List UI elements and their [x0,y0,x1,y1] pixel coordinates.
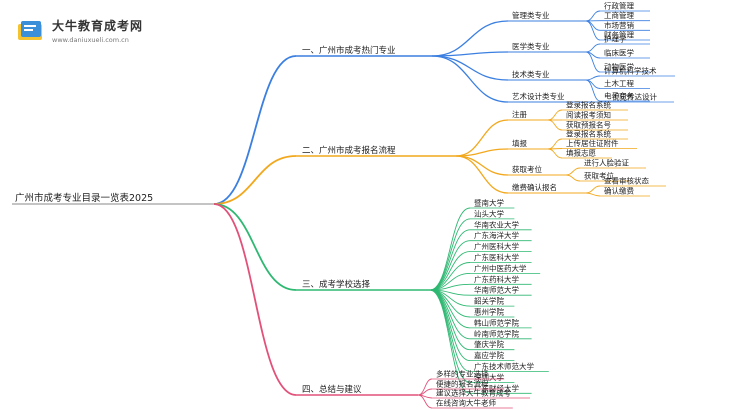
section-4-item-1: 多样的专业选择 [436,369,489,379]
section-2-group-3-item-1: 进行人脸验证 [584,158,629,168]
section-2-group-1-item-3-link [547,119,563,131]
section-4-item-4: 在线咨询大牛老师 [436,398,496,408]
section-2-group-1-item-3: 获取预报名号 [566,120,611,130]
section-4-item-3: 建议选择大牛教育成考 [436,388,511,398]
section-2-group-2: 填报 [512,138,527,148]
section-2-group-4-item-1: 查看审核状态 [604,176,649,186]
section-1-group-1-item-1-link [585,10,601,22]
brand-logo [16,18,46,44]
section-3-item-7: 广州中医药大学 [474,263,527,273]
section-2-group-3-link [455,155,509,176]
section-3-item-14: 肇庆学院 [474,339,504,349]
section-1-group-4-item-1: 视觉传达设计 [612,92,657,102]
section-4-branch [213,203,297,396]
section-4-title: 四、总结与建议 [302,384,362,395]
section-3-item-2: 汕头大学 [474,208,504,218]
section-1-group-4-link [431,55,509,103]
section-4-item-2: 便捷的报名流程 [436,379,489,389]
section-3-item-6-link [429,262,471,291]
section-2-group-4-item-1-link [585,185,601,194]
brand-domain: www.daniuxueli.com.cn [52,36,129,44]
section-3-item-10: 韶关学院 [474,296,504,306]
section-3-item-13: 岭南师范学院 [474,328,519,338]
section-3-branch [213,203,297,291]
brand-name: 大牛教育成考网 [52,19,144,33]
section-1-group-2-item-3-link [585,51,601,73]
section-1-group-3-item-1: 计算机科学技术 [604,66,657,76]
section-2-group-4-link [455,155,509,194]
section-2-group-2-item-2: 上传居住证附件 [566,138,619,148]
section-1-group-4: 艺术设计类专业 [512,91,565,101]
section-1-group-3-item-1-link [585,75,601,81]
section-2-branch [213,155,297,205]
section-3-item-3-link [429,229,471,291]
section-1-group-1-item-4: 财务管理 [604,30,634,40]
section-1-group-2-link [431,51,509,57]
section-3-item-6: 广东医科大学 [474,252,519,262]
section-1-group-3-item-3: 电子商务 [604,91,634,101]
section-1-group-2: 医学类专业 [512,41,550,51]
section-2-group-1-item-1-link [547,109,563,121]
section-2-group-4: 缴费确认报名 [512,182,557,192]
section-3-title: 三、成考学校选择 [302,279,371,290]
section-2-group-3: 获取考位 [512,164,542,174]
section-3-item-11: 惠州学院 [474,307,504,317]
section-1-title: 一、广州市成考热门专业 [302,45,396,56]
book-icon [18,21,42,40]
section-3-item-3: 华南农业大学 [474,219,519,229]
section-2-group-3-item-1-link [565,167,581,176]
section-3-item-16: 广东技术师范大学 [474,361,534,371]
section-1-group-1-item-2: 工商管理 [604,10,634,20]
section-1-group-3-item-3-link [585,79,601,102]
section-1-group-1-link [431,20,509,57]
section-2-group-4-item-2: 确认缴费 [604,186,634,196]
section-2-title: 二、广州市成考报名流程 [302,145,396,156]
section-2-group-1-link [455,119,509,157]
section-2-group-1: 注册 [512,109,527,119]
section-3-item-15: 嘉应学院 [474,350,504,360]
section-3-item-1-link [429,207,471,291]
section-2-group-3-item-2: 获取考位 [584,171,614,181]
section-3-item-18: 广东财经大学 [474,383,519,393]
section-2-group-1-item-1: 登录报名系统 [566,100,611,110]
section-1-group-2-item-1: 护理学 [604,34,627,44]
section-3-item-9: 华南师范大学 [474,285,519,295]
section-3-item-15-link [429,289,471,362]
section-3-item-12-link [429,289,471,329]
section-1-group-2-item-2: 临床医学 [604,48,634,58]
section-1-branch [213,55,297,205]
section-4-item-1-link [417,378,433,396]
section-2-group-2-item-1-link [547,138,563,150]
section-3-item-16-link [429,289,471,372]
section-3-item-8: 广东药科大学 [474,274,519,284]
section-3-item-2-link [429,218,471,291]
section-3-item-1: 暨南大学 [474,198,504,208]
section-2-group-2-item-1: 登录报名系统 [566,129,611,139]
section-3-item-17: 深圳大学 [474,372,504,382]
section-4-item-4-link [417,394,433,409]
section-2-group-2-item-3-link [547,148,563,159]
section-1-group-1-item-4-link [585,20,601,41]
section-3-item-12: 韩山师范学院 [474,317,519,327]
section-2-group-1-item-2: 阅读报考须知 [566,110,611,120]
section-1-group-2-item-3: 动物医学 [604,62,634,72]
section-3-item-5: 广州医科大学 [474,241,519,251]
section-1-group-2-item-1-link [585,43,601,53]
section-1-group-1-item-1: 行政管理 [604,1,634,11]
root-topic: 广州市成考专业目录一览表2025 [15,192,153,204]
section-1-group-3-link [431,55,509,81]
section-1-group-3-item-2: 土木工程 [604,78,634,88]
section-2-group-4-item-2-link [585,192,601,197]
section-1-group-3: 技术类专业 [512,69,550,79]
section-1-group-1-item-3: 市场营销 [604,20,634,30]
section-3-item-4: 广东海洋大学 [474,230,519,240]
section-1-group-1: 管理类专业 [512,10,550,20]
section-2-group-3-item-2-link [565,174,581,182]
section-2-group-2-item-3: 填报志愿 [566,148,596,158]
